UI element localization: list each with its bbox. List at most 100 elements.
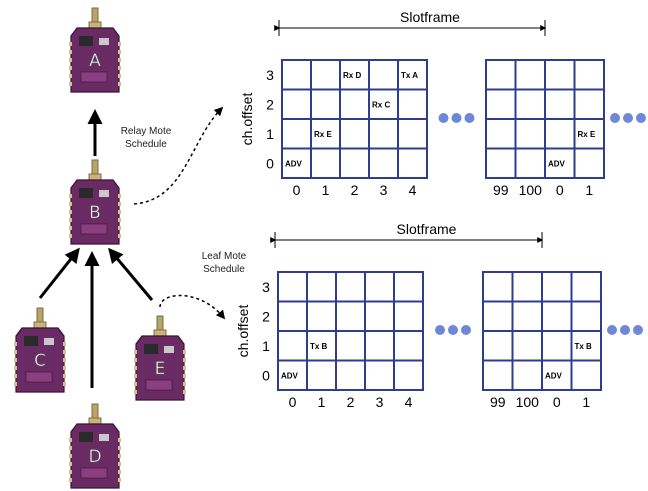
cell-label: ADV	[281, 371, 299, 380]
grid-cell	[570, 300, 602, 332]
grid-cell	[364, 300, 395, 332]
grid-cell	[339, 147, 370, 179]
cell-label: ADV	[545, 371, 563, 380]
pin	[63, 358, 66, 362]
chip	[44, 338, 54, 345]
pin	[69, 438, 72, 442]
x-tick-label: 2	[347, 394, 355, 410]
grid-cell	[511, 271, 543, 303]
pin	[183, 350, 186, 354]
mote-letter: C	[34, 351, 46, 371]
chip	[164, 346, 174, 353]
pin	[118, 438, 121, 442]
pin	[183, 358, 186, 362]
chip	[99, 434, 109, 441]
cell-label: Rx E	[578, 130, 596, 139]
relay-schedule-caption-2: Schedule	[125, 139, 167, 150]
pin	[118, 446, 121, 450]
ellipsis-dot	[607, 325, 617, 335]
antenna-base	[33, 321, 47, 329]
pin	[118, 462, 121, 466]
pin	[134, 382, 137, 386]
chip	[99, 38, 109, 45]
pin	[134, 350, 137, 354]
pin	[63, 374, 66, 378]
x-tick-label: 100	[516, 394, 540, 410]
grid-cell	[306, 300, 337, 332]
mote-b: B	[69, 159, 121, 245]
grid-cell	[541, 330, 573, 362]
y-tick-label: 1	[262, 338, 270, 354]
grid-cell	[281, 147, 312, 179]
grid-cell	[281, 118, 312, 150]
x-tick-label: 3	[376, 394, 384, 410]
pin	[134, 390, 137, 394]
y-tick-label: 3	[262, 279, 270, 295]
grid-cell	[485, 88, 517, 120]
grid-cell	[514, 88, 546, 120]
y-tick-label: 0	[262, 367, 270, 383]
pin	[134, 374, 137, 378]
ellipsis-dot	[610, 113, 620, 123]
y-tick-label: 2	[266, 96, 274, 112]
pin	[118, 218, 121, 222]
ellipsis-dot	[435, 325, 445, 335]
grid-cell	[544, 59, 576, 91]
mote-e: E	[134, 315, 186, 401]
antenna-base	[88, 173, 102, 181]
chip	[80, 223, 108, 235]
x-tick-label: 3	[380, 182, 388, 198]
pin	[183, 374, 186, 378]
grid-cell	[306, 359, 337, 391]
cell-label: Rx C	[372, 100, 390, 109]
mote-c: C	[14, 307, 66, 393]
chip	[79, 36, 93, 46]
x-tick-label: 99	[493, 182, 509, 198]
ellipsis-dot	[620, 325, 630, 335]
chip	[145, 379, 173, 391]
grid-cell	[511, 330, 543, 362]
grid-cell	[364, 271, 395, 303]
pin	[118, 454, 121, 458]
x-tick-label: 1	[582, 394, 590, 410]
grid-cell	[482, 359, 514, 391]
pin	[14, 342, 17, 346]
pin	[14, 350, 17, 354]
ellipsis-dot	[451, 113, 462, 123]
chip	[79, 432, 93, 442]
grid-cell	[393, 359, 424, 391]
grid-cell	[310, 59, 341, 91]
relay-schedule-caption-1: Relay Mote	[121, 126, 172, 137]
cell-label: ADV	[285, 159, 303, 168]
grid-cell	[368, 118, 399, 150]
pin	[118, 74, 121, 78]
ellipsis-dot	[448, 325, 458, 335]
grid-cell	[277, 300, 308, 332]
chip	[79, 188, 93, 198]
pin	[69, 234, 72, 238]
grid-cell	[482, 300, 514, 332]
ellipsis-dot	[633, 325, 643, 335]
grid-cell	[364, 359, 395, 391]
grid-cell	[393, 330, 424, 362]
pin	[69, 42, 72, 46]
cell-label: Tx B	[575, 342, 593, 351]
pin	[14, 358, 17, 362]
cell-label: Rx D	[343, 71, 361, 80]
x-tick-label: 0	[553, 394, 561, 410]
pin	[69, 454, 72, 458]
grid-cell	[544, 88, 576, 120]
x-tick-label: 4	[405, 394, 413, 410]
mote-letter: B	[89, 203, 101, 223]
pin	[183, 382, 186, 386]
pin	[118, 202, 121, 206]
grid-cell	[485, 118, 517, 150]
pin	[69, 226, 72, 230]
pin	[69, 66, 72, 70]
chip	[80, 71, 108, 83]
pin	[63, 366, 66, 370]
mote-d: D	[69, 403, 121, 489]
slotframe-label: Slotframe	[397, 221, 457, 237]
